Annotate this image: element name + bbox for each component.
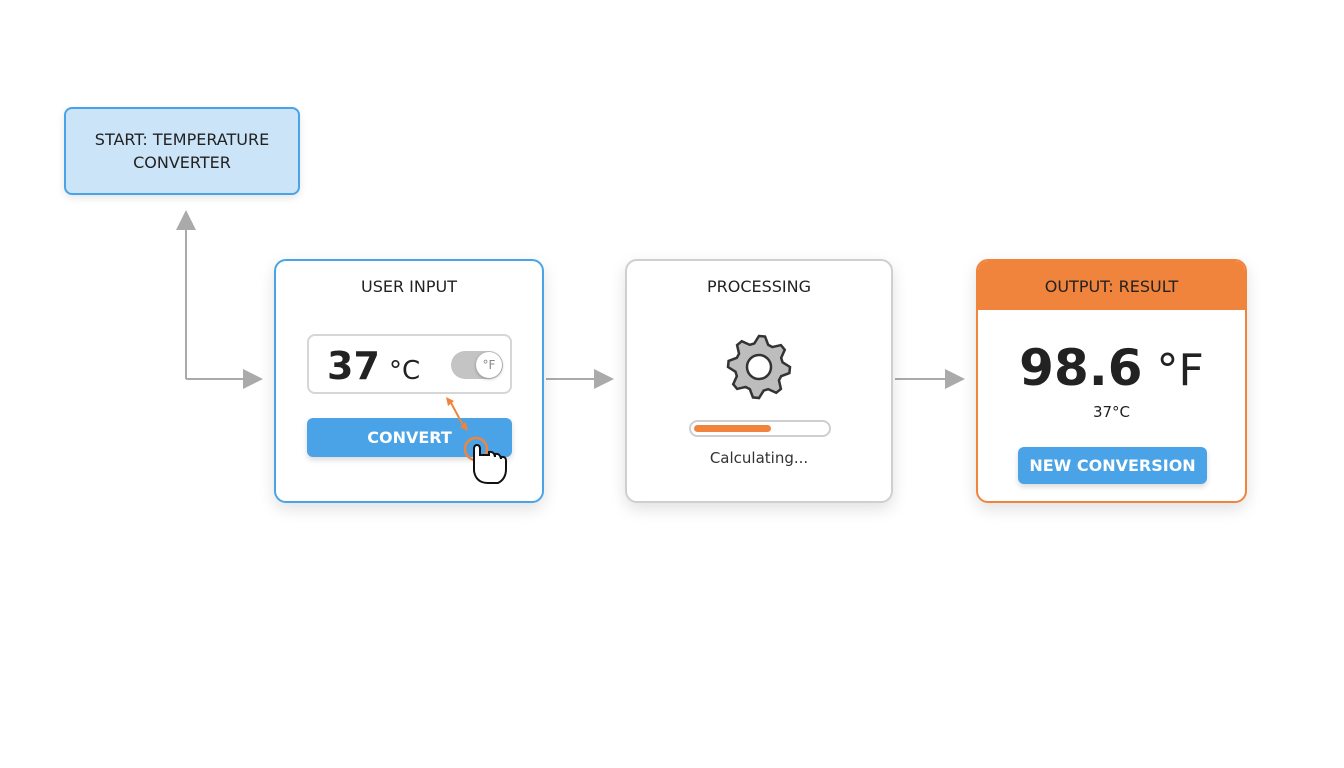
progress-fill [694,425,771,432]
card-title: USER INPUT [361,277,457,296]
input-value: 37 [327,344,380,388]
result-value: 98.6 [1019,339,1143,397]
progress-bar [689,420,831,437]
result-unit: °F [1156,345,1204,396]
card-title: OUTPUT: RESULT [1044,277,1179,296]
processing-card: PROCESSING Calculating... [625,259,893,503]
unit-toggle[interactable]: °F [451,351,503,379]
card-title: PROCESSING [706,277,812,296]
input-unit: °C [389,356,421,386]
status-text: Calculating... [709,449,809,467]
source-value: 37°C [1092,403,1131,421]
output-card: OUTPUT: RESULT 98.6 °F 37°C NEW CONVERSIO… [976,259,1247,503]
start-label: START: TEMPERATURE CONVERTER [94,130,270,172]
output-header [978,261,1245,310]
hand-cursor-icon [446,397,507,484]
new-conversion-button[interactable]: NEW CONVERSION [1018,447,1207,484]
toggle-knob: °F [476,352,502,378]
gear-icon [726,334,792,400]
result-display: 98.6 °F [978,339,1245,397]
user-input-card: USER INPUT 37 °C °F CONVERT [274,259,544,503]
start-node: START: TEMPERATURE CONVERTER [64,107,300,195]
temperature-input[interactable]: 37 °C °F [307,334,512,394]
